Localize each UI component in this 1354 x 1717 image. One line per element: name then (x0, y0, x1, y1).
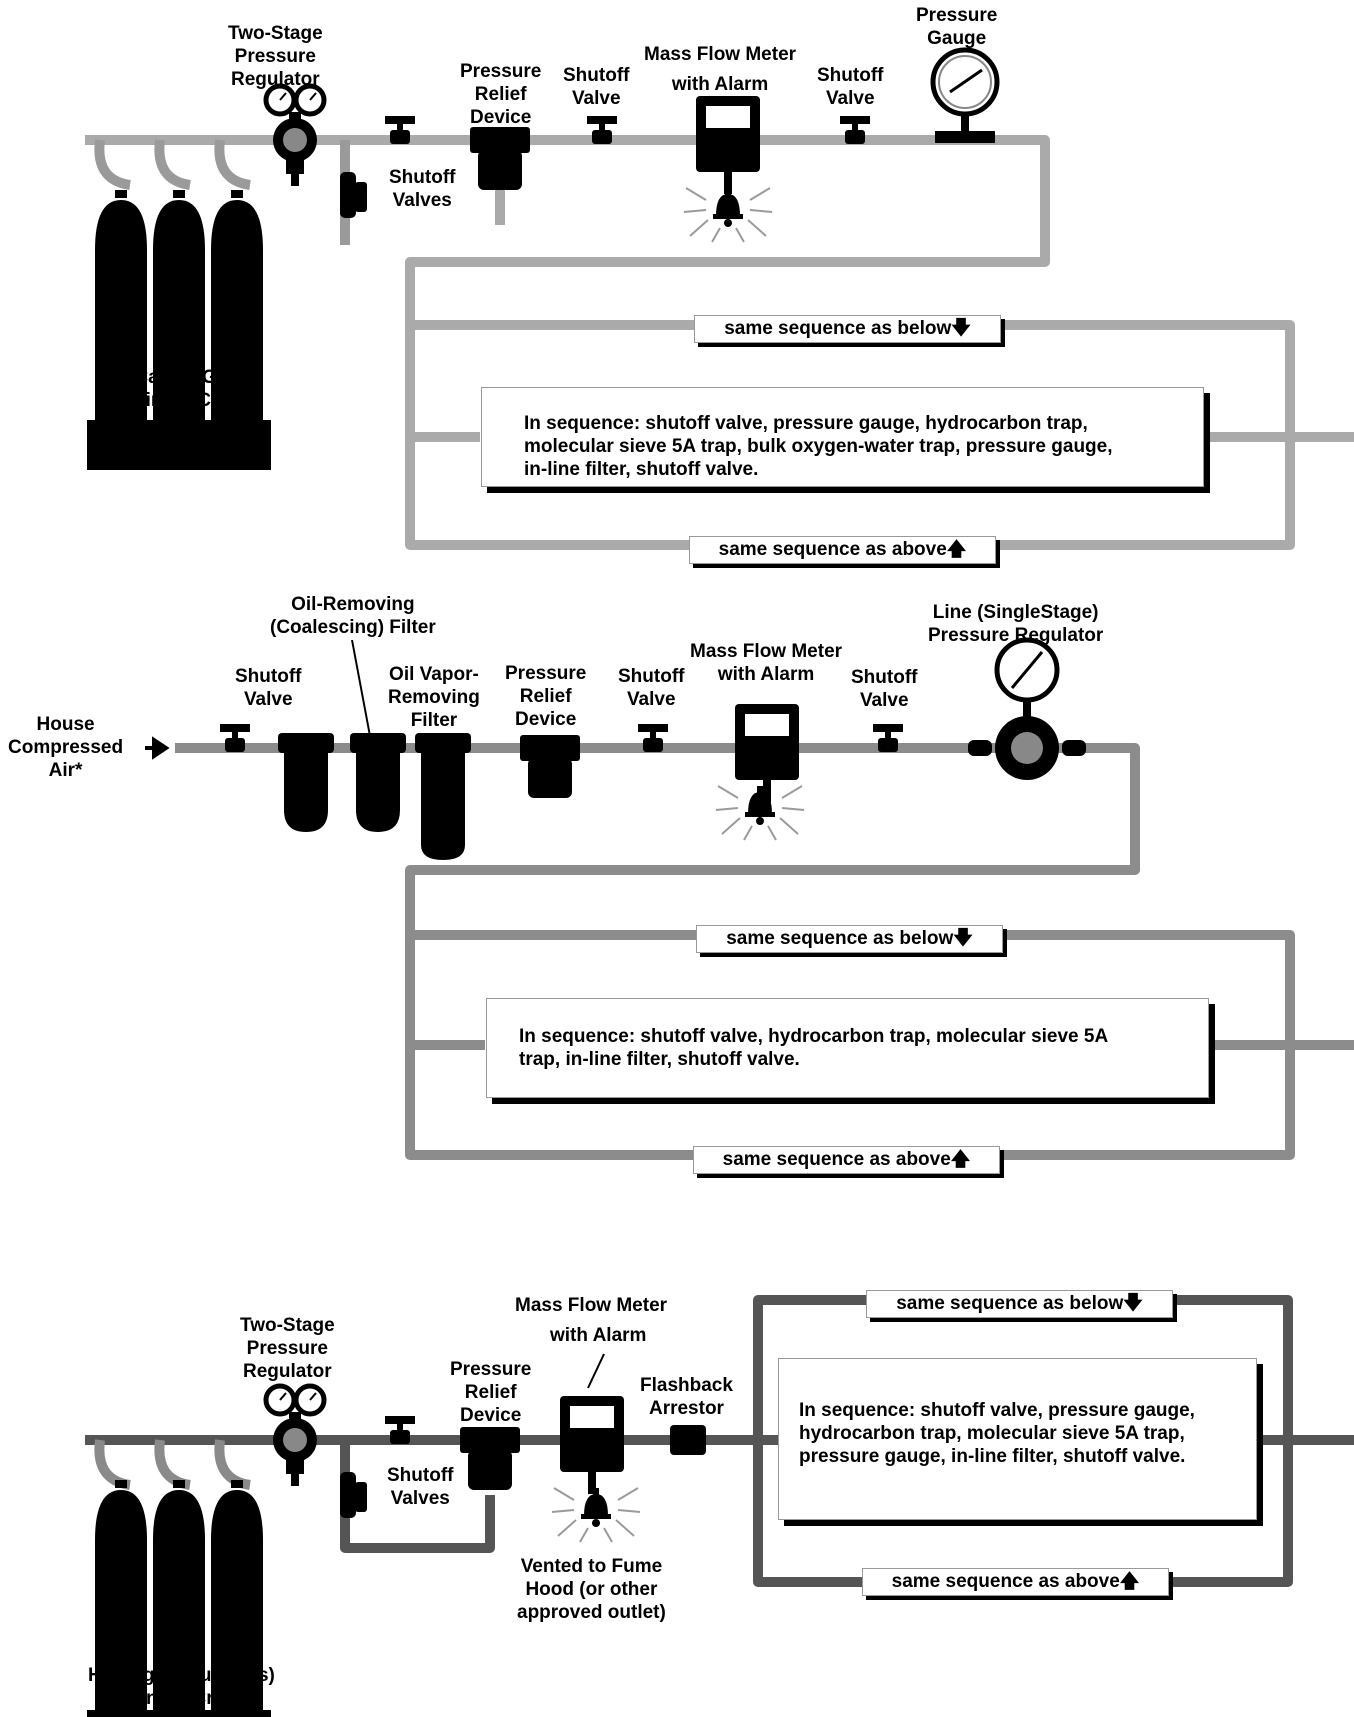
two-stage-regulator-icon (266, 1386, 324, 1486)
hydrogen-seq-above: same sequence as above🡅 (862, 1568, 1169, 1596)
down-arrow-icon: 🡇 (951, 318, 971, 339)
air-pipe (175, 743, 1354, 1160)
label-mass-flow-meter: Mass Flow Meter (515, 1295, 668, 1316)
carrier-cylinder-cradle-icon (87, 190, 271, 470)
two-stage-regulator-icon (266, 86, 324, 186)
air-sequence-box: In sequence: shutoff valve, hydrocarbon … (486, 998, 1209, 1098)
air-sequence-text: In sequence: shutoff valve, hydrocarbon … (519, 1026, 1109, 1070)
hydrogen-sequence-box: In sequence: shutoff valve, pressure gau… (778, 1358, 1257, 1520)
carrier-sequence-box: In sequence: shutoff valve, pressure gau… (481, 387, 1204, 487)
hydrogen-seq-below: same sequence as below🡇 (866, 1290, 1173, 1318)
right-arrow-icon (145, 736, 170, 760)
coalescing-filter-icon (350, 733, 406, 832)
pressure-gauge-icon (930, 47, 1000, 143)
pressure-relief-device-icon (460, 1427, 520, 1490)
alarm-bell-icon (683, 187, 773, 243)
seq-above-text: same sequence as above (722, 1149, 951, 1170)
seq-below-text: same sequence as below (724, 318, 952, 339)
up-arrow-icon: 🡅 (950, 1149, 971, 1170)
line-pressure-regulator-icon (968, 637, 1086, 780)
label-mass-flow-meter-alarm: with Alarm (550, 1325, 647, 1346)
carrier-gas-system (85, 47, 1354, 550)
up-arrow-icon: 🡅 (946, 539, 967, 560)
mass-flow-meter-icon (560, 1396, 624, 1494)
pressure-relief-device-icon (520, 735, 580, 798)
carrier-seq-above: same sequence as above🡅 (689, 536, 996, 564)
flashback-arrestor-icon (670, 1425, 706, 1455)
air-seq-below: same sequence as below🡇 (696, 925, 1003, 953)
oil-vapor-filter-icon (415, 733, 471, 860)
carrier-seq-below: same sequence as below🡇 (694, 315, 1001, 343)
label-hydrogen-cradle: Hydrogen (Fuel Gas)Cylinder Cradle (88, 1665, 275, 1709)
house-air-system (145, 637, 1354, 1160)
up-arrow-icon: 🡅 (1119, 1571, 1140, 1592)
mass-flow-meter-icon (735, 704, 799, 802)
hydrogen-sequence-text: In sequence: shutoff valve, pressure gau… (799, 1400, 1195, 1467)
down-arrow-icon: 🡇 (1123, 1293, 1143, 1314)
shutoff-valve-side-icon (340, 1472, 367, 1518)
leader-line (351, 639, 371, 737)
alarm-bell-icon (715, 785, 805, 841)
label-line-regulator: Line (SingleStage)Pressure Regulator (928, 602, 1104, 646)
label-oil-removing-filter: Oil-Removing(Coalescing) Filter (270, 594, 436, 638)
seq-below-text: same sequence as below (896, 1293, 1124, 1314)
leader-line (587, 1353, 605, 1389)
down-arrow-icon: 🡇 (953, 928, 973, 949)
seq-below-text: same sequence as below (726, 928, 954, 949)
seq-above-text: same sequence as above (891, 1571, 1120, 1592)
mass-flow-meter-icon (696, 96, 760, 194)
shutoff-valve-side-icon (340, 172, 367, 218)
pressure-relief-device-icon (470, 127, 530, 190)
oil-removing-filter-icon (278, 733, 334, 832)
seq-above-text: same sequence as above (718, 539, 947, 560)
carrier-sequence-text: In sequence: shutoff valve, pressure gau… (524, 413, 1113, 480)
air-seq-above: same sequence as above🡅 (693, 1146, 1000, 1174)
alarm-bell-icon (551, 1487, 641, 1543)
